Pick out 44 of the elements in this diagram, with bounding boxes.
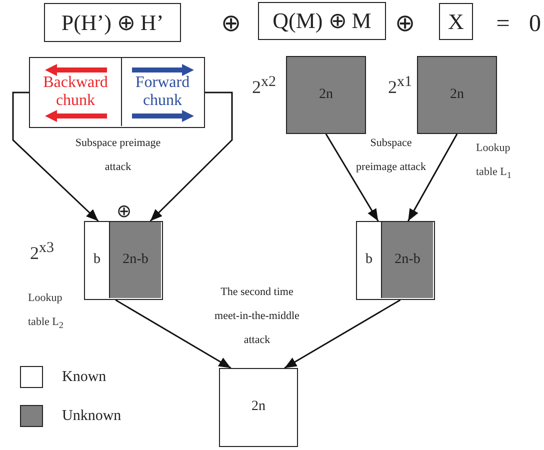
node-label: X (448, 8, 464, 34)
unknown-part-cell (382, 222, 433, 298)
node-label: 2n-b (394, 252, 420, 268)
partial-state-block (84, 221, 163, 300)
step-note: The second time meet-in-the-middle attack (214, 285, 300, 348)
count-label: 2$^{x2}$ (252, 73, 277, 97)
node-label: b (366, 252, 372, 268)
node-label: Backward chunk (42, 74, 109, 110)
operator-symbol: ⊕ (394, 10, 416, 39)
result-state-block (219, 368, 298, 447)
node-label: b (94, 252, 100, 268)
operator-symbol: ⊕ (116, 200, 132, 223)
partial-state-block (356, 221, 435, 300)
count-label: 2$^{x1}$ (388, 73, 413, 97)
arrow (407, 134, 458, 222)
table-caption: Lookup table L$_{2}$ (28, 291, 64, 332)
equation-term-box (258, 2, 386, 40)
step-note: Subspace preimage attack (74, 136, 162, 175)
equation-term-box (439, 3, 473, 40)
legend-label: Known (62, 368, 106, 387)
table-caption: Lookup table L$_{1}$ (476, 141, 512, 182)
legend-label: Unknown (62, 407, 122, 426)
arrow (325, 134, 379, 222)
arrow (12, 92, 99, 222)
unknown-part-cell (110, 222, 161, 298)
node-label: 2n (319, 86, 333, 104)
node-label: P(H’) ⊕ H’ (61, 10, 164, 36)
unknown-state-block (286, 56, 366, 134)
operator-symbol: 0 (528, 10, 542, 39)
arrow (284, 299, 401, 369)
step-note: Subspace preimage attack (355, 136, 427, 175)
chunk-split-box (29, 57, 205, 128)
equation-term-box (44, 3, 181, 42)
node-label: 2n (450, 86, 464, 104)
node-label: Forward chunk (134, 74, 191, 110)
node-label: Q(M) ⊕ M (272, 8, 372, 34)
unknown-state-block (417, 56, 497, 134)
node-label: 2n (252, 399, 266, 416)
count-label: 2$^{x3}$ (30, 239, 55, 263)
node-label: 2n-b (122, 252, 148, 268)
arrow (150, 92, 233, 222)
operator-symbol: ⊕ (220, 10, 242, 39)
operator-symbol: = (495, 10, 511, 39)
arrow (115, 299, 232, 369)
